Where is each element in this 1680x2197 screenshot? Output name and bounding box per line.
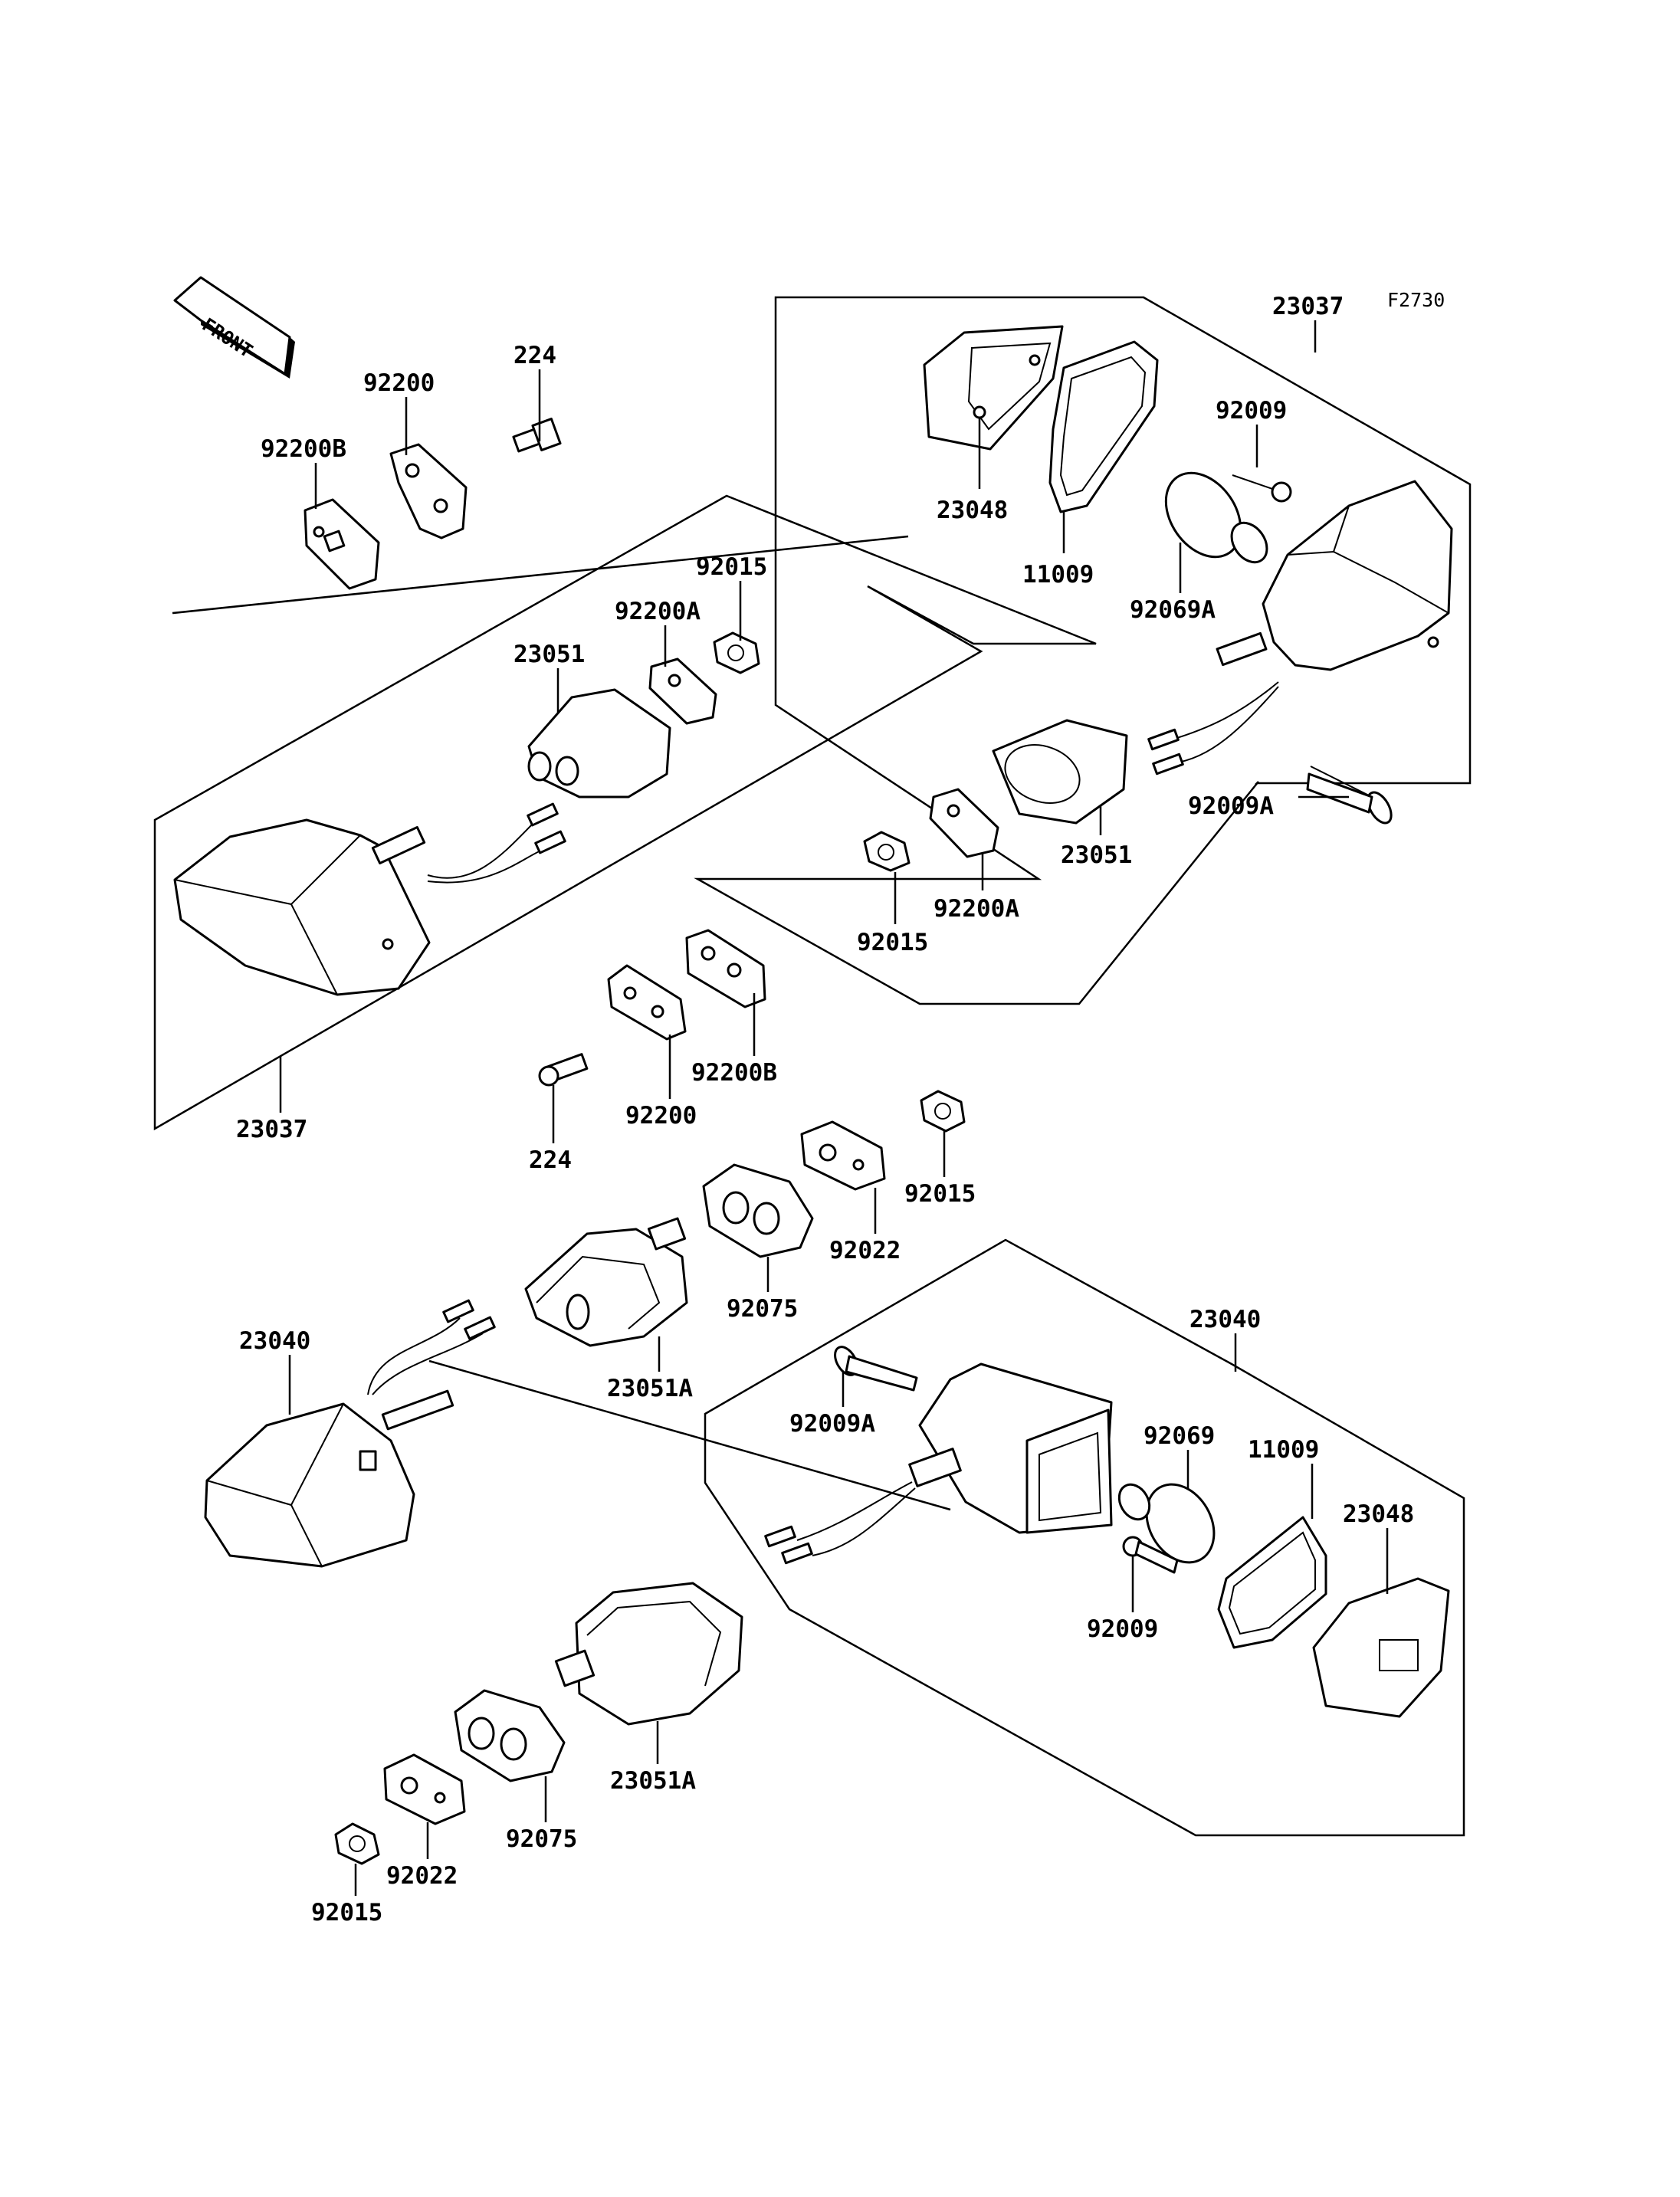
label-92200B-mid: 92200B [691,1059,777,1087]
label-23048-top: 23048 [937,497,1008,524]
part-labels: 23037 92009 23048 11009 92069A 92009A 23… [236,293,1414,1926]
label-23037-bottom: 23037 [236,1116,307,1143]
label-92009-bottom: 92009 [1087,1615,1158,1643]
nut-92015-bottom [334,1822,380,1865]
screw-92009-top [1232,474,1292,503]
figure-code: F2730 [1387,289,1445,311]
plate-92200A-right [929,788,999,858]
turn-signal-body-23037-top [1216,480,1453,671]
wiring-left [427,802,566,884]
gasket-11009-bottom [1217,1516,1327,1649]
plate-92022-mid [800,1120,886,1191]
turn-signal-body-23037-left [173,818,431,996]
group-box-23037-left [172,535,909,615]
label-92200A-right: 92200A [934,895,1019,923]
plate-92200B-top [304,498,380,590]
lens-23048-top [923,325,1064,451]
label-92022-mid: 92022 [829,1237,901,1264]
bulb-92069A [1164,471,1268,564]
lens-23048-bottom [1312,1577,1450,1718]
grommet-92075-mid [702,1163,814,1258]
nut-92015-mid [920,1090,966,1133]
screw-92009-bottom [1122,1536,1179,1574]
label-92075-mid: 92075 [727,1295,798,1323]
label-23051A-bottom: 23051A [610,1767,696,1795]
group-box-23040-right [704,1238,1465,1837]
front-arrow-icon: FRONT [173,276,295,379]
plate-92022-bottom [383,1753,466,1825]
plate-92200B-mid [685,929,766,1008]
leader-lines [279,320,1389,1896]
label-92009-top: 92009 [1216,397,1287,425]
label-92200B-top: 92200B [261,435,346,463]
nut-92015-right [863,831,911,872]
screw-224-top [512,418,562,453]
label-92200-mid: 92200 [625,1102,697,1130]
group-box-23037-left-outline [153,494,1097,1131]
label-23048-bottom: 23048 [1343,1500,1414,1528]
label-23037-top: 23037 [1272,293,1344,320]
label-224-top: 224 [514,342,556,369]
gasket-11009-top [1048,340,1159,513]
wiring-top-right [1147,681,1279,776]
label-92022-bottom: 92022 [386,1862,458,1890]
label-23040-left: 23040 [239,1327,310,1355]
wiring-23040-right [764,1481,916,1565]
screw-224-mid [538,1053,589,1087]
rubber-23051A-bottom [554,1582,743,1726]
nut-92015-left [713,631,760,674]
label-23051-right: 23051 [1061,841,1132,869]
bracket-92200-top [389,443,468,539]
label-92015-right: 92015 [857,929,928,956]
wiring-23040-left [367,1299,496,1395]
label-92069: 92069 [1144,1422,1215,1450]
screw-92009A-top [1306,766,1393,825]
label-23040-right: 23040 [1189,1306,1261,1333]
label-92075-bottom: 92075 [506,1825,577,1853]
group-box-23037-top-right [694,296,1472,1005]
label-92015-left: 92015 [696,553,767,581]
label-92015-bottom: 92015 [311,1899,382,1926]
label-23051A-mid: 23051A [607,1375,693,1402]
rubber-23051-right [992,719,1128,825]
label-23051-left: 23051 [514,641,585,668]
label-11009-top: 11009 [1022,561,1094,589]
turn-signal-body-23040-left [204,1389,454,1568]
rubber-23051-left [527,688,671,798]
label-92009A-top: 92009A [1188,792,1274,820]
label-92200-top: 92200 [363,369,435,397]
label-11009-bottom: 11009 [1248,1436,1319,1464]
label-92009A-bottom: 92009A [789,1410,875,1438]
rubber-23051A-mid [524,1217,688,1347]
label-92015-mid: 92015 [904,1180,976,1208]
bracket-92200-mid [607,964,687,1041]
screw-92009A-bottom [834,1346,918,1392]
label-224-mid: 224 [529,1146,572,1174]
bulb-92069 [1117,1483,1216,1564]
plate-92200A-left [648,657,717,725]
label-92069A: 92069A [1130,596,1216,624]
turn-signal-body-23040-right [908,1362,1113,1534]
grommet-92075-bottom [454,1689,566,1782]
label-92200A-left: 92200A [615,598,701,625]
